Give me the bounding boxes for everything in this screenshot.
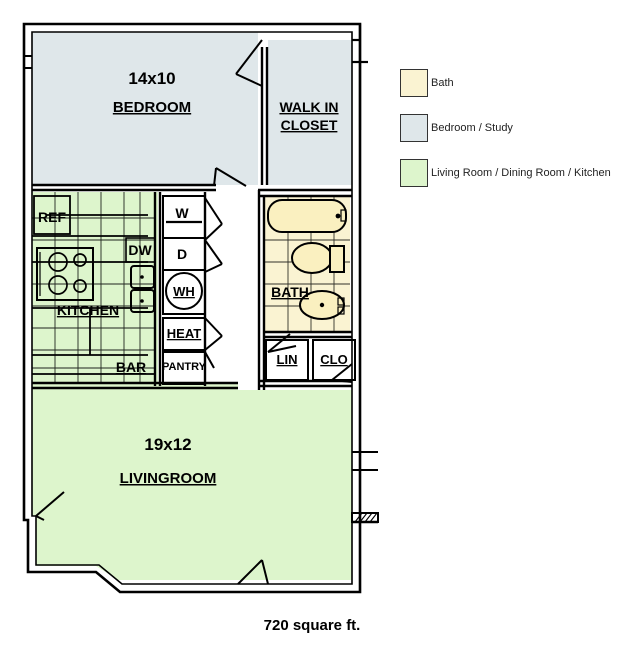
- toilet-fixture: [291, 242, 345, 274]
- legend-label-living: Living Room / Dining Room / Kitchen: [431, 167, 611, 179]
- wall-openings: [24, 55, 32, 69]
- bedroom-zone-fill: [32, 32, 258, 185]
- legend-swatch-bath: [400, 69, 428, 97]
- walk-in-closet-label-line1: WALK IN: [279, 99, 338, 115]
- walk-in-closet-label-line2: CLOSET: [281, 117, 338, 133]
- legend-label-bedroom: Bedroom / Study: [431, 122, 513, 134]
- livingroom-name-label: LIVINGROOM: [120, 470, 217, 487]
- bath-name-label: BATH: [271, 284, 309, 300]
- dishwasher-label: DW: [128, 242, 152, 258]
- bath-sink-fixture: [299, 290, 345, 320]
- bathtub-fixture: [267, 199, 347, 233]
- pantry-label: PANTRY: [162, 361, 207, 373]
- wall-step-right: [351, 451, 379, 524]
- square-footage-caption: 720 square ft.: [263, 617, 361, 634]
- kitchen-name-label: KITCHEN: [57, 302, 119, 318]
- wall-jog-top-right: [352, 24, 368, 130]
- cooktop-fixture: [36, 247, 94, 301]
- linen-closet-label: LIN: [277, 352, 298, 367]
- dryer-label: D: [177, 246, 187, 262]
- washer-label: W: [175, 205, 189, 221]
- door-swings: [35, 39, 353, 585]
- bedroom-name-label: BEDROOM: [113, 99, 191, 116]
- water-heater-label: WH: [173, 284, 195, 299]
- utility-closet-boxes: [162, 195, 206, 385]
- heater-label: HEAT: [167, 326, 201, 341]
- coat-closet-label: CLO: [320, 352, 347, 367]
- livingroom-zone-fill: [32, 383, 352, 580]
- refrigerator-fixture: [33, 195, 71, 235]
- legend-label-bath: Bath: [431, 77, 454, 89]
- bar-label: BAR: [116, 359, 146, 375]
- exterior-walls: [22, 22, 362, 594]
- dishwasher-fixture: [125, 237, 156, 263]
- legend-swatch-bedroom: [400, 114, 428, 142]
- legend-swatch-living: [400, 159, 428, 187]
- walk-in-closet-zone-fill: [268, 40, 352, 185]
- bedroom-dimension-label: 14x10: [128, 69, 175, 88]
- water-heater-icon: [165, 272, 203, 310]
- livingroom-dimension-label: 19x12: [144, 435, 191, 454]
- kitchen-sink-fixture: [130, 265, 155, 313]
- refrigerator-label: REF: [38, 209, 66, 225]
